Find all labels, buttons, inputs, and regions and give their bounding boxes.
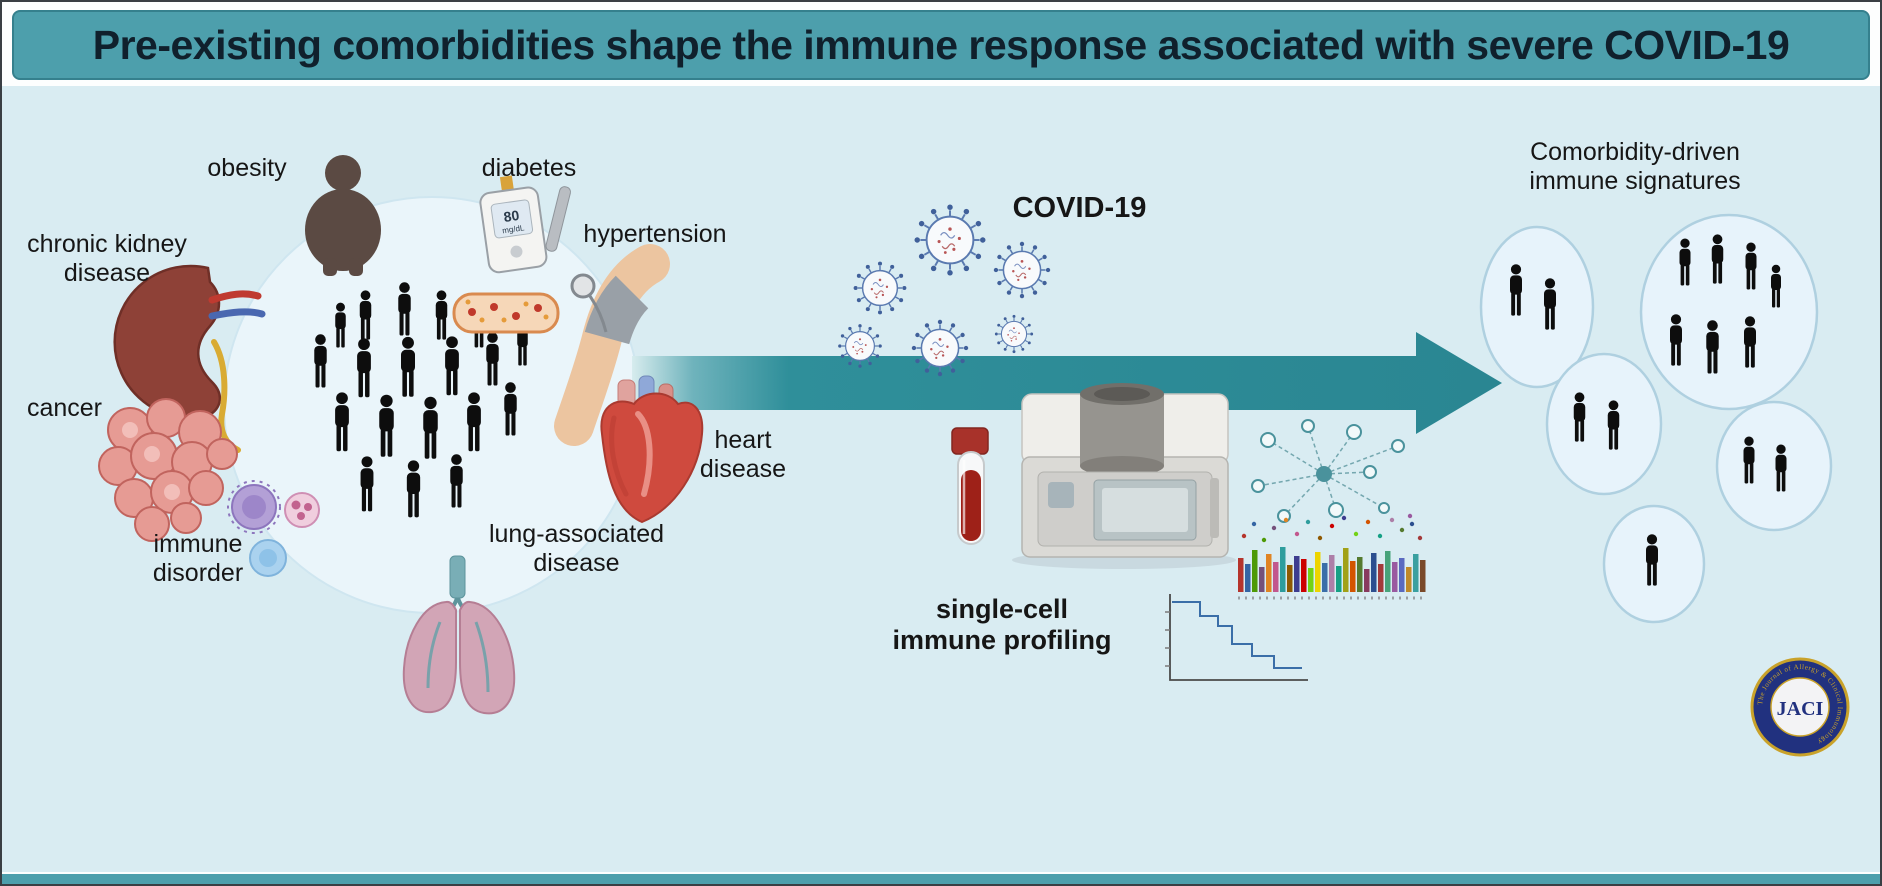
- logo-acronym: JACI: [1777, 698, 1824, 720]
- bottom-strip: [2, 874, 1880, 884]
- obese-person-icon: [305, 155, 381, 276]
- meter-value: 80: [503, 207, 521, 225]
- label-line: Comorbidity-driven: [1530, 138, 1740, 166]
- label-covid19: COVID-19: [1012, 192, 1147, 224]
- glucose-meter-icon: 80 mg/dL: [479, 175, 571, 274]
- label-immune-disorder: immune disorder: [118, 530, 278, 588]
- label-obesity: obesity: [207, 154, 287, 182]
- label-line: lung-associated: [488, 520, 665, 548]
- label-line: single-cell: [935, 594, 1069, 624]
- blood-tube-icon: [951, 427, 989, 545]
- label-line: chronic kidney: [27, 230, 187, 258]
- label-line: disease: [63, 258, 151, 287]
- blood-vessel-icon: [452, 292, 560, 334]
- label-chronic-kidney-disease: chronic kidney disease: [12, 230, 202, 288]
- label-comorbidity-signatures: Comorbidity-driven immune signatures: [1480, 138, 1790, 196]
- patient-group-icon: [1479, 225, 1595, 389]
- patient-group-icon: [1545, 352, 1663, 496]
- stacked-bar-plot-icon: [1238, 513, 1426, 600]
- cancer-cells-icon: [98, 398, 238, 542]
- sequencing-machine-icon: [1012, 383, 1236, 569]
- title-banner: Pre-existing comorbidities shape the imm…: [12, 10, 1870, 80]
- label-line: immune signatures: [1529, 166, 1741, 195]
- flow-arrow: [632, 332, 1502, 434]
- patient-group-icon: [1715, 400, 1833, 532]
- lancet-pen-icon: [545, 186, 571, 252]
- label-line: disease: [533, 548, 620, 577]
- label-line: immune: [153, 530, 243, 558]
- label-line: immune profiling: [892, 625, 1112, 656]
- label-cancer: cancer: [26, 394, 103, 422]
- page-title: Pre-existing comorbidities shape the imm…: [92, 21, 1790, 68]
- heart-icon: [600, 375, 704, 524]
- journal-logo-icon: The Journal of Allergy & Clinical Immuno…: [1750, 657, 1850, 757]
- meter-unit: mg/dL: [502, 223, 526, 235]
- label-line: heart: [714, 426, 772, 454]
- network-plot-icon: [1251, 419, 1405, 523]
- immune-cells-icon: [227, 480, 320, 577]
- label-lung-associated-disease: lung-associated disease: [464, 520, 689, 578]
- patient-group-icon: [1639, 213, 1819, 411]
- label-heart-disease: heart disease: [678, 426, 808, 484]
- label-line: disorder: [152, 558, 244, 587]
- label-diabetes: diabetes: [481, 154, 577, 182]
- label-single-cell-profiling: single-cell immune profiling: [857, 594, 1147, 656]
- lungs-icon: [402, 555, 516, 715]
- label-hypertension: hypertension: [583, 220, 727, 248]
- label-line: disease: [699, 454, 787, 483]
- signature-groups: [1479, 213, 1833, 624]
- survival-curve-icon: [1165, 594, 1308, 681]
- blood-pressure-arm-icon: [554, 244, 670, 446]
- kidney-icon: [113, 264, 266, 453]
